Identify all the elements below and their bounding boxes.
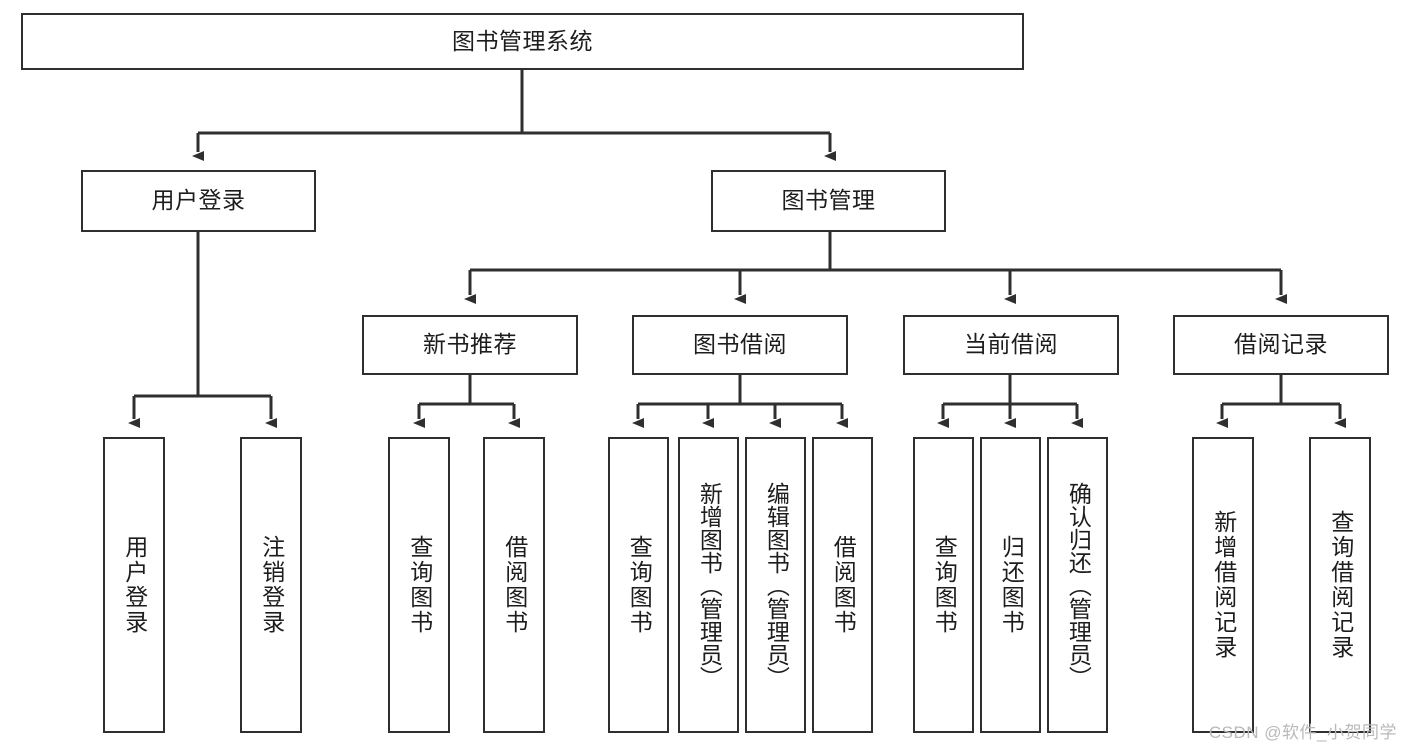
node-label: 新增图书（管理员） xyxy=(696,481,723,689)
node-user-login[interactable]: 用户登录 xyxy=(81,170,316,232)
node-label: 编辑图书（管理员） xyxy=(763,481,790,689)
node-borrow-record[interactable]: 借阅记录 xyxy=(1173,315,1389,375)
node-label: 查询借阅记录 xyxy=(1327,510,1354,660)
node-label: 用户登录 xyxy=(121,535,148,635)
leaf-current-borrow-confirm-return[interactable]: 确认归还（管理员） xyxy=(1047,437,1108,733)
leaf-new-book-query[interactable]: 查询图书 xyxy=(388,437,450,733)
leaf-borrow-record-add[interactable]: 新增借阅记录 xyxy=(1192,437,1254,733)
node-label: 图书借阅 xyxy=(693,331,787,358)
leaf-current-borrow-query[interactable]: 查询图书 xyxy=(913,437,974,733)
leaf-book-borrow-add[interactable]: 新增图书（管理员） xyxy=(678,437,739,733)
node-label: 当前借阅 xyxy=(964,331,1058,358)
node-label: 图书管理系统 xyxy=(452,27,593,54)
leaf-user-login-logout[interactable]: 注销登录 xyxy=(240,437,302,733)
leaf-book-borrow-query[interactable]: 查询图书 xyxy=(608,437,669,733)
node-label: 确认归还（管理员） xyxy=(1065,481,1092,689)
node-label: 借阅图书 xyxy=(501,535,528,635)
node-label: 查询图书 xyxy=(931,535,958,635)
node-label: 新书推荐 xyxy=(423,331,517,358)
leaf-book-borrow-borrow[interactable]: 借阅图书 xyxy=(812,437,873,733)
node-book-borrow[interactable]: 图书借阅 xyxy=(632,315,848,375)
leaf-current-borrow-return[interactable]: 归还图书 xyxy=(980,437,1041,733)
node-root-book-management-system[interactable]: 图书管理系统 xyxy=(21,13,1024,70)
node-label: 查询图书 xyxy=(406,535,433,635)
node-book-management[interactable]: 图书管理 xyxy=(711,170,946,232)
node-label: 新增借阅记录 xyxy=(1210,510,1237,660)
node-current-borrow[interactable]: 当前借阅 xyxy=(903,315,1119,375)
node-label: 借阅图书 xyxy=(830,535,857,635)
node-label: 注销登录 xyxy=(258,535,285,635)
leaf-user-login-login[interactable]: 用户登录 xyxy=(103,437,165,733)
leaf-borrow-record-query[interactable]: 查询借阅记录 xyxy=(1309,437,1371,733)
leaf-new-book-borrow[interactable]: 借阅图书 xyxy=(483,437,545,733)
node-label: 图书管理 xyxy=(781,187,876,214)
node-label: 用户登录 xyxy=(151,187,246,214)
leaf-book-borrow-edit[interactable]: 编辑图书（管理员） xyxy=(745,437,806,733)
node-new-book-recommend[interactable]: 新书推荐 xyxy=(362,315,578,375)
node-label: 借阅记录 xyxy=(1234,331,1328,358)
node-label: 归还图书 xyxy=(998,535,1025,635)
node-label: 查询图书 xyxy=(626,535,653,635)
